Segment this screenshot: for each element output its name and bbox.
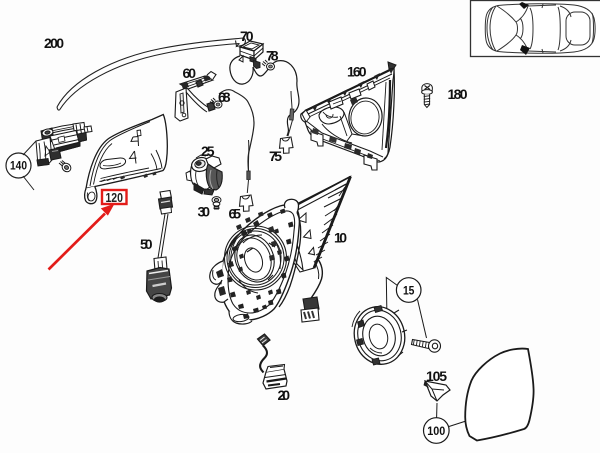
svg-text:25: 25	[201, 143, 215, 159]
svg-text:15: 15	[403, 286, 415, 298]
svg-text:160: 160	[347, 64, 367, 80]
svg-text:20: 20	[278, 387, 291, 403]
svg-text:30: 30	[198, 204, 211, 220]
svg-text:78: 78	[266, 48, 279, 64]
svg-text:68: 68	[218, 89, 231, 105]
svg-text:50: 50	[140, 236, 153, 252]
svg-text:75: 75	[269, 148, 282, 164]
svg-text:65: 65	[229, 206, 242, 222]
svg-text:200: 200	[44, 35, 64, 51]
svg-text:70: 70	[240, 28, 254, 44]
svg-text:10: 10	[334, 230, 347, 246]
svg-text:140: 140	[10, 161, 27, 173]
svg-text:100: 100	[427, 426, 445, 438]
svg-text:60: 60	[183, 65, 197, 81]
svg-text:120: 120	[105, 190, 123, 205]
svg-text:105: 105	[426, 368, 447, 384]
svg-text:180: 180	[448, 86, 468, 102]
